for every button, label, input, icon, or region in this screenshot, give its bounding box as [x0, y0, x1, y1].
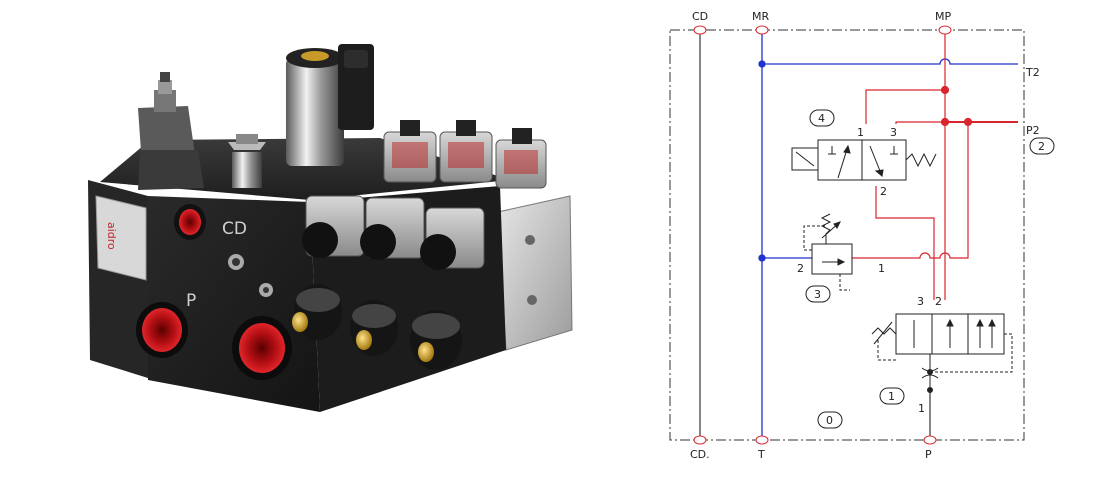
callout-1-label: 1: [888, 390, 895, 403]
callout-4-label: 4: [818, 112, 825, 125]
solenoid-valve-4: [791, 139, 937, 181]
reducing-valve-3: [803, 213, 853, 291]
callout-3-label: 3: [814, 288, 821, 301]
callout-2-label: 2: [1038, 140, 1045, 153]
valve-3-port-1: 1: [878, 262, 885, 275]
manifold-boundary: [669, 29, 1025, 441]
port-p2-label: P2: [1026, 124, 1040, 137]
valve-block-photo: aidro CD P: [88, 44, 573, 412]
callout-1: 1: [879, 387, 905, 405]
port-t-bottom: T: [755, 435, 769, 461]
valve-4-port-2: 2: [880, 185, 887, 198]
port-t-bottom-label: T: [757, 448, 765, 461]
port-label-p: P: [186, 291, 196, 311]
valve-4-port-1: 1: [857, 126, 864, 139]
valve-1-port-1: 1: [918, 402, 925, 415]
callout-2: 2: [1029, 137, 1055, 155]
valve-1-port-3: 3: [917, 295, 924, 308]
callout-0-label: 0: [826, 414, 833, 427]
port-label-cd: CD: [222, 219, 247, 239]
port-cd-top-label: CD: [692, 10, 708, 23]
port-mr-top-label: MR: [752, 10, 769, 23]
port-t2-label: T2: [1025, 66, 1040, 79]
callout-3: 3: [805, 285, 831, 303]
valve-1-port-2: 2: [935, 295, 942, 308]
port-cd-bottom-label: CD.: [690, 448, 710, 461]
port-cd-bottom: CD.: [690, 435, 710, 461]
port-cd-top: CD: [692, 10, 708, 35]
hydraulic-schematic: CD MR MP CD. T P T2 P2 1 3 2: [669, 10, 1055, 461]
callout-4: 4: [809, 109, 835, 127]
port-p-bottom: P: [923, 435, 937, 461]
port-mr-top: MR: [752, 10, 769, 35]
port-mp-top: MP: [935, 10, 952, 35]
pressure-line: [852, 32, 1018, 300]
port-p-bottom-label: P: [925, 448, 932, 461]
flow-valve-1: [871, 313, 1013, 393]
brand-label: aidro: [105, 222, 118, 250]
valve-3-port-2: 2: [797, 262, 804, 275]
valve-4-port-3: 3: [890, 126, 897, 139]
port-mp-top-label: MP: [935, 10, 951, 23]
tank-line: [758, 32, 1018, 438]
callout-0: 0: [817, 411, 843, 429]
